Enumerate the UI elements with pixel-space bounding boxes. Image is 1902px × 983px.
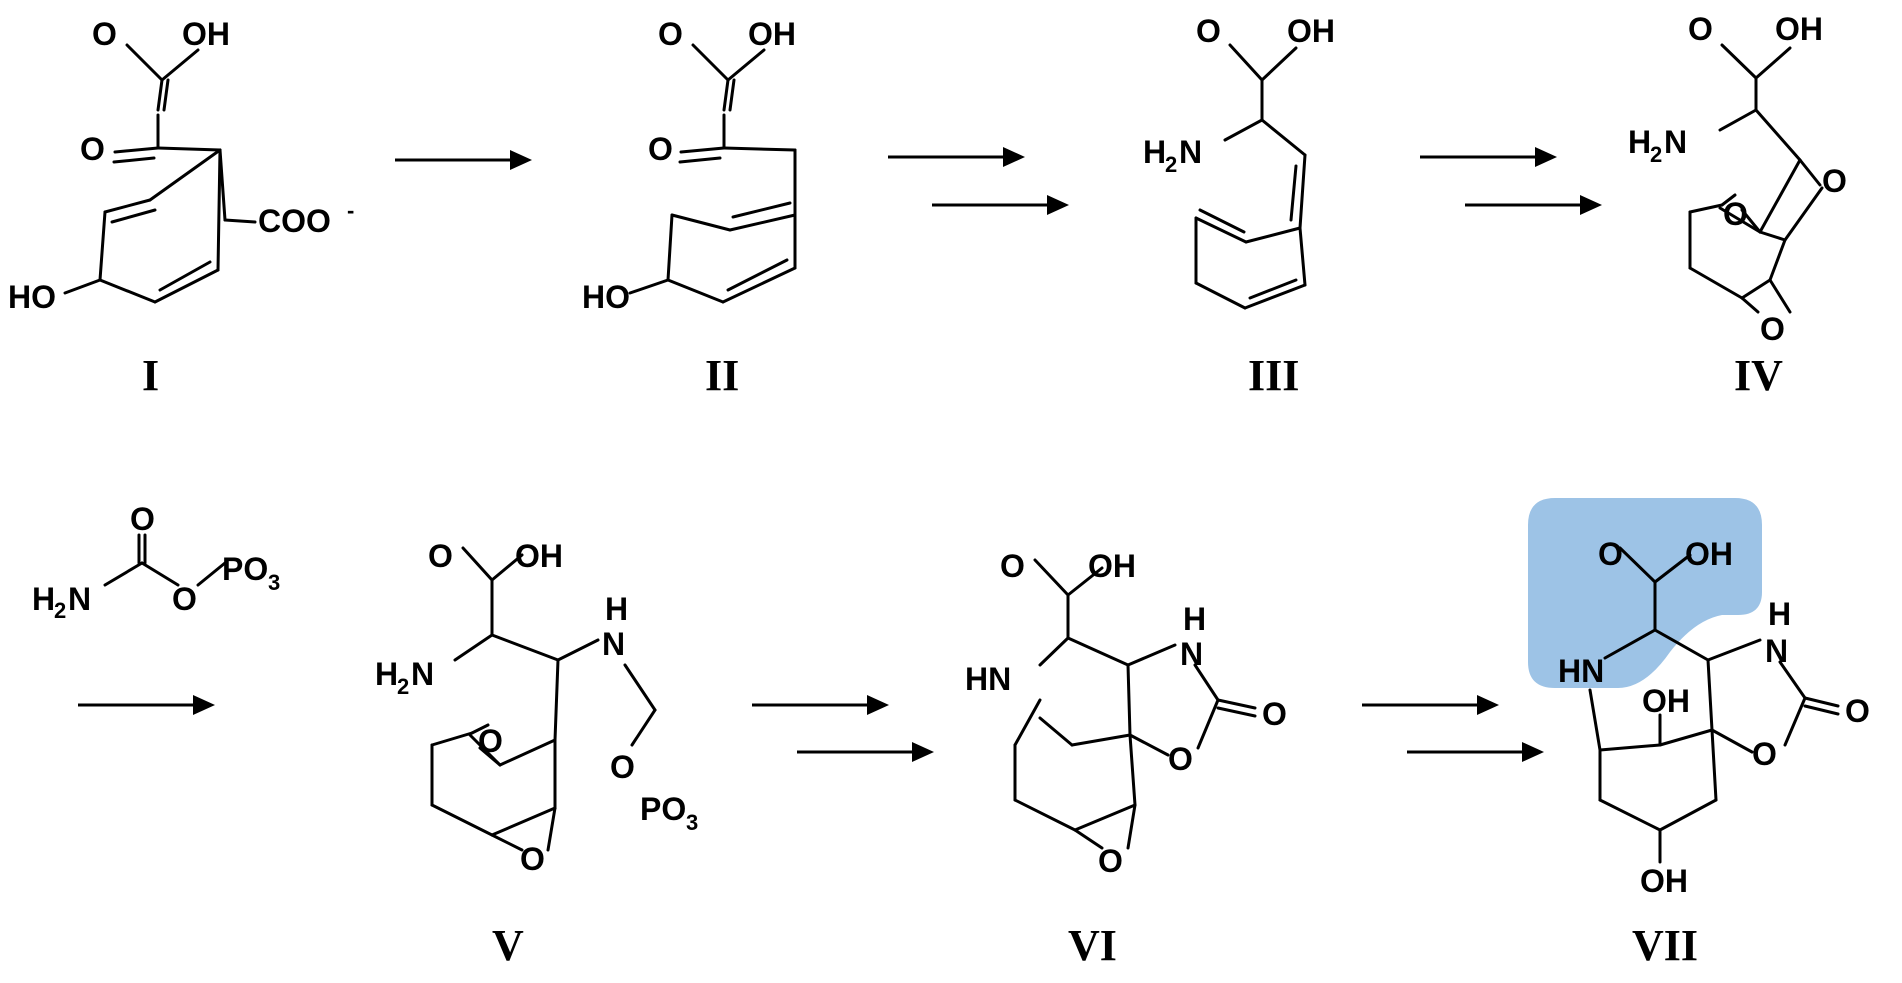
atom-o: O	[1688, 11, 1713, 47]
subscript-2: 2	[397, 674, 409, 699]
atom-o: O	[1752, 736, 1777, 772]
atom-h: H	[1183, 601, 1206, 637]
atom-o: O	[1262, 696, 1287, 732]
atom-coo: COO	[258, 203, 331, 239]
reaction-arrow-multistep	[888, 147, 1069, 215]
atom-o: O	[1000, 548, 1025, 584]
atom-oh: OH	[182, 16, 230, 52]
atom-o: O	[1598, 536, 1623, 572]
compound-label-iv: IV	[1734, 351, 1783, 400]
charge-minus: -	[347, 198, 354, 223]
reagent-carbamoyl-phosphate	[103, 533, 227, 587]
compound-vii	[1588, 546, 1840, 864]
subscript-2: 2	[1650, 142, 1662, 167]
atom-oh: OH	[1287, 13, 1335, 49]
subscript-2: 2	[54, 598, 66, 623]
compound-i	[63, 43, 257, 304]
atom-o: O	[92, 16, 117, 52]
atom-o: O	[1196, 13, 1221, 49]
atom-o: O	[1822, 163, 1847, 199]
compound-label-i: I	[142, 351, 159, 400]
atom-oh: OH	[748, 16, 796, 52]
reaction-arrow	[395, 150, 532, 170]
atom-n: N	[68, 581, 91, 617]
compound-iv	[1688, 43, 1824, 314]
atom-o: O	[658, 16, 683, 52]
compound-ii	[628, 43, 797, 304]
atom-h: H	[1143, 134, 1166, 170]
highlight-region	[1528, 498, 1762, 688]
atom-o: O	[1760, 311, 1785, 347]
atom-hn: HN	[1558, 653, 1604, 689]
compound-label-vii: VII	[1632, 921, 1698, 970]
atom-h: H	[1768, 596, 1791, 632]
atom-po: PO	[222, 551, 268, 587]
compound-label-ii: II	[705, 351, 739, 400]
atom-oh: OH	[1775, 11, 1823, 47]
reaction-arrow-multistep	[752, 695, 934, 762]
atom-o: O	[428, 538, 453, 574]
atom-oh: OH	[1640, 863, 1688, 899]
compound-label-vi: VI	[1068, 921, 1117, 970]
atom-ho: HO	[582, 279, 630, 315]
atom-o: O	[130, 501, 155, 537]
atom-n: N	[1180, 636, 1203, 672]
compound-iii	[1194, 43, 1307, 310]
atom-oh: OH	[1088, 548, 1136, 584]
subscript-2: 2	[1165, 152, 1177, 177]
atom-o: O	[1845, 693, 1870, 729]
atom-n: N	[1664, 124, 1687, 160]
compound-v	[430, 546, 657, 852]
atom-o: O	[172, 581, 197, 617]
subscript-3: 3	[686, 810, 698, 835]
atom-h: H	[375, 656, 398, 692]
reaction-arrow-multistep	[1362, 695, 1544, 762]
atom-oh: OH	[1642, 683, 1690, 719]
atom-n: N	[411, 656, 434, 692]
atom-o: O	[520, 841, 545, 877]
atom-h: H	[32, 581, 55, 617]
subscript-3: 3	[268, 570, 280, 595]
atom-o: O	[648, 131, 673, 167]
compound-label-iii: III	[1248, 351, 1299, 400]
atom-ho: HO	[8, 279, 56, 315]
atom-oh: OH	[515, 538, 563, 574]
compound-vi	[1013, 558, 1257, 850]
atom-o: O	[1168, 741, 1193, 777]
atom-n: N	[1765, 633, 1788, 669]
atom-hn: HN	[965, 661, 1011, 697]
compound-label-v: V	[492, 921, 524, 970]
atom-o: O	[1723, 196, 1748, 232]
atom-o: O	[1098, 843, 1123, 879]
atom-oh: OH	[1685, 536, 1733, 572]
atom-o: O	[80, 131, 105, 167]
reaction-arrow-multistep	[1420, 147, 1602, 215]
atom-po: PO	[640, 791, 686, 827]
atom-o: O	[478, 723, 503, 759]
reaction-arrow	[78, 695, 215, 715]
atom-h: H	[1628, 124, 1651, 160]
atom-n: N	[602, 626, 625, 662]
atom-n: N	[1179, 134, 1202, 170]
atom-o: O	[610, 749, 635, 785]
atom-h: H	[605, 591, 628, 627]
